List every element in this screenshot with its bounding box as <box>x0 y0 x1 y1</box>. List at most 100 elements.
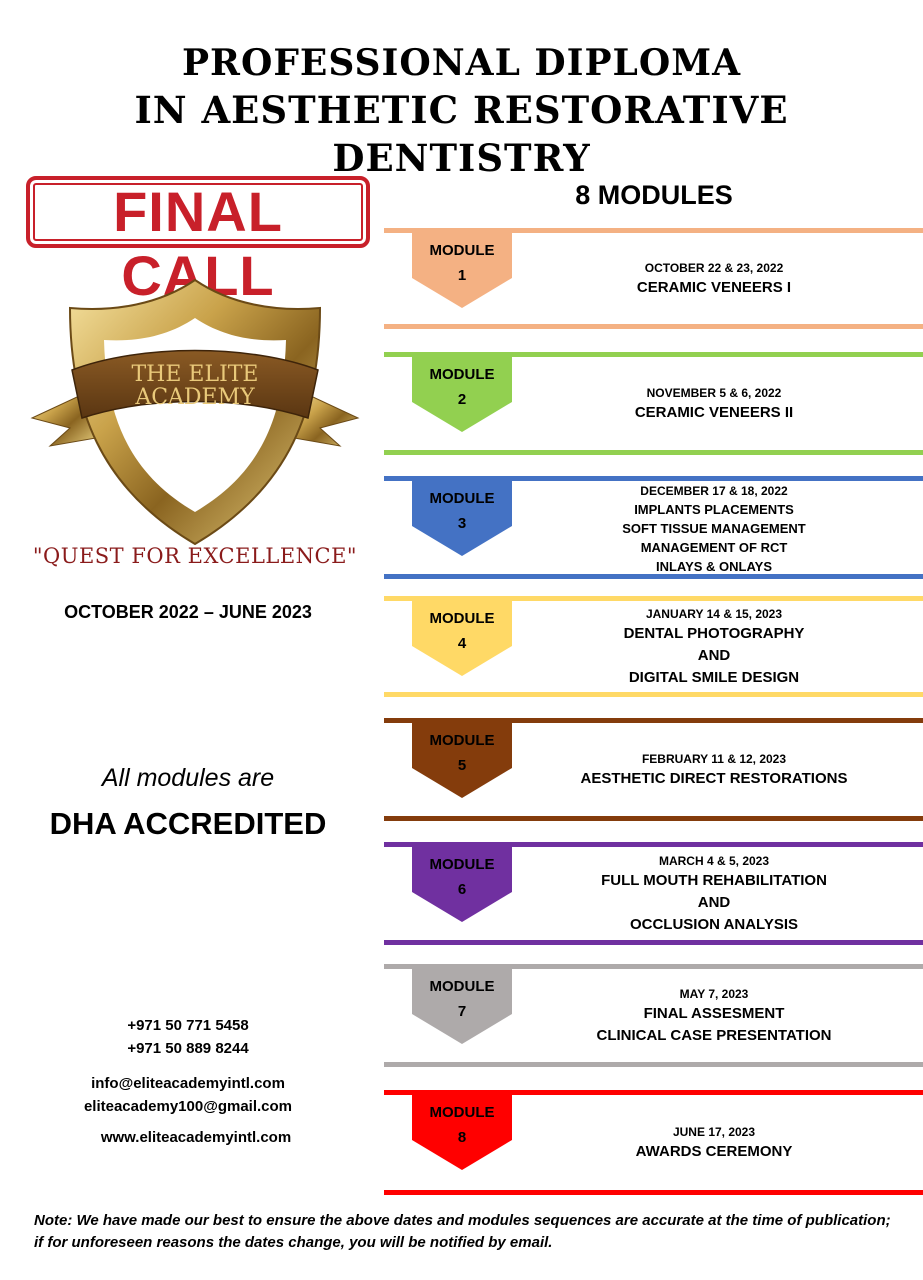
module-topic: DIGITAL SMILE DESIGN <box>628 669 800 686</box>
email-addresses: info@eliteacademyintl.com eliteacademy10… <box>20 1072 356 1118</box>
module-number: 7 <box>457 1003 467 1020</box>
module-bottom-rule <box>384 1062 923 1067</box>
module-topic: FINAL ASSESMENT <box>643 1005 785 1022</box>
module-topic: CERAMIC VENEERS II <box>634 404 794 421</box>
email-link[interactable]: info@eliteacademyintl.com <box>91 1075 285 1092</box>
module-arrow-icon <box>412 722 512 798</box>
module-label: MODULE 1 <box>412 238 512 288</box>
title-line-1: PROFESSIONAL DIPLOMA <box>181 42 741 84</box>
module-topic: AWARDS CEREMONY <box>635 1143 793 1160</box>
accreditation-intro: All modules are <box>101 764 275 792</box>
module-topic: CLINICAL CASE PRESENTATION <box>596 1027 832 1044</box>
module-topic: SOFT TISSUE MANAGEMENT <box>622 521 806 536</box>
email-link[interactable]: eliteacademy100@gmail.com <box>83 1098 293 1115</box>
module-bottom-rule <box>384 574 923 579</box>
title-line-2: IN AESTHETIC RESTORATIVE DENTISTRY <box>134 88 789 180</box>
module-label-text: MODULE <box>429 490 495 507</box>
modules-title: 8 MODULES <box>575 180 733 210</box>
module-number: 5 <box>457 757 467 774</box>
program-period: OCTOBER 2022 – JUNE 2023 <box>64 602 312 622</box>
phone-number[interactable]: +971 50 771 5458 <box>127 1017 249 1034</box>
module-date: MAY 7, 2023 <box>679 987 749 1001</box>
logo-line-1: THE ELITE <box>131 362 258 387</box>
module-top-rule <box>384 718 923 723</box>
module-topic: AESTHETIC DIRECT RESTORATIONS <box>580 770 848 787</box>
module-arrow-icon <box>412 846 512 922</box>
module-label-text: MODULE <box>429 1104 495 1121</box>
module-number: 3 <box>457 515 467 532</box>
module-label-text: MODULE <box>429 732 495 749</box>
module-top-rule <box>384 228 923 233</box>
module-date: NOVEMBER 5 & 6, 2022 <box>646 386 782 400</box>
final-call-text: FINAL CALL <box>113 180 283 307</box>
module-top-rule <box>384 964 923 969</box>
module-arrow-icon <box>412 1094 512 1170</box>
module-number: 8 <box>457 1129 467 1146</box>
page-title: PROFESSIONAL DIPLOMA IN AESTHETIC RESTOR… <box>0 40 923 182</box>
module-topic: IMPLANTS PLACEMENTS <box>634 502 794 517</box>
module-top-rule <box>384 476 923 481</box>
module-label-text: MODULE <box>429 242 495 259</box>
module-number: 1 <box>457 267 467 284</box>
module-number: 4 <box>457 635 467 652</box>
module-arrow-icon <box>412 968 512 1044</box>
module-arrow-icon <box>412 356 512 432</box>
module-topic: DENTAL PHOTOGRAPHY <box>623 625 805 642</box>
module-label: MODULE 3 <box>412 486 512 536</box>
module-bottom-rule <box>384 692 923 697</box>
module-date: OCTOBER 22 & 23, 2022 <box>644 261 784 275</box>
module-number: 2 <box>457 391 467 408</box>
module-top-rule <box>384 1090 923 1095</box>
module-date: JANUARY 14 & 15, 2023 <box>645 607 783 621</box>
module-arrow-icon <box>412 480 512 556</box>
module-topic: OCCLUSION ANALYSIS <box>629 916 799 933</box>
module-date: MARCH 4 & 5, 2023 <box>658 854 770 868</box>
phone-numbers: +971 50 771 5458 +971 50 889 8244 <box>20 1014 356 1060</box>
module-arrow-icon <box>412 232 512 308</box>
module-bottom-rule <box>384 816 923 821</box>
phone-number[interactable]: +971 50 889 8244 <box>127 1040 249 1057</box>
module-bottom-rule <box>384 450 923 455</box>
module-topic: FULL MOUTH REHABILITATION <box>601 872 827 889</box>
disclaimer-note: Note: We have made our best to ensure th… <box>34 1212 891 1251</box>
module-arrow-icon <box>412 600 512 676</box>
module-top-rule <box>384 596 923 601</box>
final-call-stamp: FINAL CALL <box>26 176 370 307</box>
module-date: JUNE 17, 2023 <box>672 1125 756 1139</box>
module-bottom-rule <box>384 1190 923 1195</box>
module-topic: AND <box>697 894 731 911</box>
module-bottom-rule <box>384 324 923 329</box>
module-label: MODULE 8 <box>412 1100 512 1150</box>
module-date: FEBRUARY 11 & 12, 2023 <box>641 752 787 766</box>
module-topic: INLAYS & ONLAYS <box>655 559 773 574</box>
tagline: "QUEST FOR EXCELLENCE" <box>32 544 358 568</box>
module-label: MODULE 5 <box>412 728 512 778</box>
module-label-text: MODULE <box>429 610 495 627</box>
module-label: MODULE 4 <box>412 606 512 656</box>
module-topic: MANAGEMENT OF RCT <box>640 540 788 555</box>
elite-academy-logo: THE ELITE ACADEMY <box>30 278 360 548</box>
module-label: MODULE 2 <box>412 362 512 412</box>
module-label-text: MODULE <box>429 856 495 873</box>
module-bottom-rule <box>384 940 923 945</box>
module-number: 6 <box>457 881 467 898</box>
module-top-rule <box>384 352 923 357</box>
module-date: DECEMBER 17 & 18, 2022 <box>640 484 788 498</box>
website-link[interactable]: www.eliteacademyintl.com <box>100 1129 292 1146</box>
module-label-text: MODULE <box>429 366 495 383</box>
accreditation-title: DHA ACCREDITED <box>49 806 327 841</box>
